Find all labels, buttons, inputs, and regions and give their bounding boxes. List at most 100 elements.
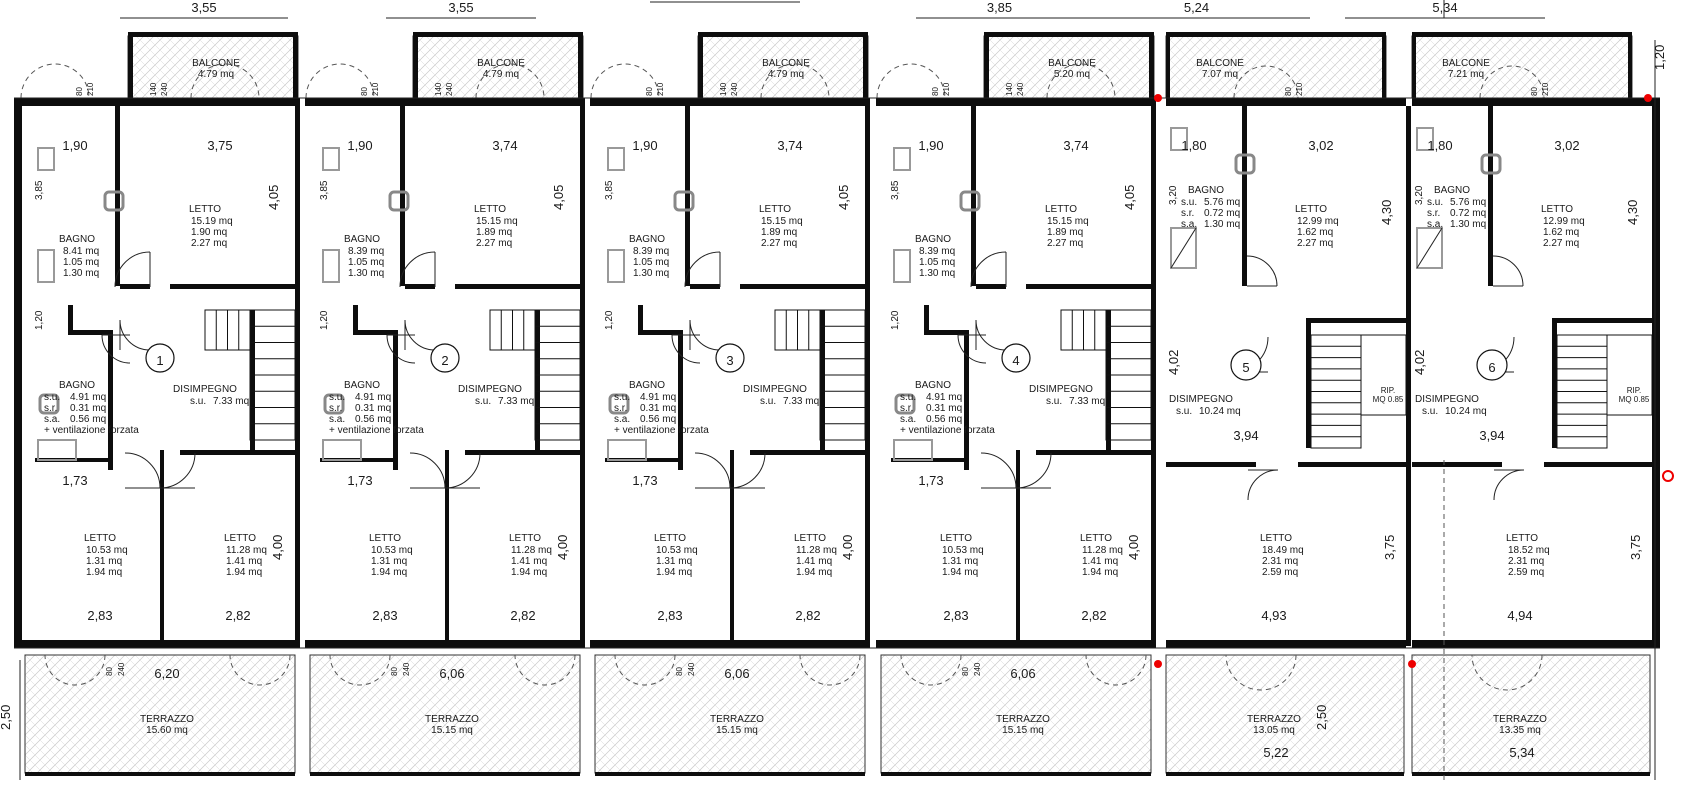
top-dimension: 5,34	[1345, 0, 1545, 19]
partition-wall	[690, 284, 720, 289]
window-arc	[1085, 654, 1147, 686]
room-bagno-su-value: 8.41 mq	[63, 246, 99, 257]
door-swing-arc	[124, 452, 161, 489]
letto-b-height: 4,00	[840, 535, 855, 560]
bath-height: 3,85	[604, 180, 615, 200]
letto-height: 4,05	[551, 185, 566, 210]
marker-dot	[1408, 660, 1416, 668]
room-bagno-sr-key: s.r.	[1181, 208, 1194, 219]
partition-wall	[68, 330, 108, 335]
door-swing-arc	[1247, 469, 1279, 501]
letto-height: 4,05	[836, 185, 851, 210]
staircase	[1310, 334, 1362, 449]
top-wall	[590, 98, 870, 106]
room-letto-b-sr-value: 1.41 mq	[511, 556, 547, 567]
door-width: 80	[675, 667, 684, 676]
dimension-value: 3,55	[448, 0, 473, 15]
door-height: 210	[942, 82, 951, 96]
door-width: 140	[149, 82, 158, 96]
room-letto-title: LETTO	[474, 204, 506, 215]
room-bagno-sr-value: 1.05 mq	[919, 257, 955, 268]
partition-wall	[976, 284, 1006, 289]
window-arc	[229, 654, 291, 686]
room-letto-a-sr-value: 1.31 mq	[371, 556, 407, 567]
room-disimpegno-title: DISIMPEGNO	[1415, 394, 1479, 405]
sink-basin	[893, 147, 911, 171]
room-disimpegno-su-key: s.u.	[1046, 396, 1062, 407]
partition-wall	[678, 330, 683, 470]
partition-wall	[115, 106, 120, 286]
ventilation-note: + ventilazione forzata	[614, 425, 709, 436]
room-bagno2-sa-value: 0.56 mq	[640, 414, 676, 425]
sink-icon	[1416, 127, 1434, 151]
door-letto-b	[159, 452, 196, 489]
room-letto-su-value: 15.15 mq	[761, 216, 803, 227]
door-swing-arc	[1492, 255, 1524, 287]
room-letto-a-title: LETTO	[654, 533, 686, 544]
ventilation-note: + ventilazione forzata	[329, 425, 424, 436]
room-letto-a-sr-value: 1.31 mq	[942, 556, 978, 567]
bottom-wall	[305, 640, 585, 648]
room-disimpegno-title: DISIMPEGNO	[173, 384, 237, 395]
room-letto-a-su-value: 10.53 mq	[942, 545, 984, 556]
door-swing-arc	[729, 452, 766, 489]
marker-dot	[1644, 94, 1652, 102]
partition-wall	[685, 106, 690, 286]
letto-height: 4,05	[266, 185, 281, 210]
room-bagno-su-key: s.u.	[1427, 197, 1443, 208]
door-letto-big	[1247, 469, 1279, 501]
rip-area: MQ 0.85	[1619, 395, 1650, 404]
room-bagno-title: BAGNO	[1434, 185, 1470, 196]
door-swing-arc	[684, 251, 721, 288]
unit-number: 5	[1242, 360, 1249, 375]
balcone-area	[983, 35, 1155, 99]
room-bagno-sr-key: s.r.	[1427, 208, 1440, 219]
partition-wall	[1036, 450, 1151, 455]
room-bagno2-sr-value: 0.31 mq	[355, 403, 391, 414]
bath2-width: 1,73	[918, 473, 943, 488]
partition-wall	[1242, 281, 1247, 286]
balcone-label: BALCONE	[762, 58, 810, 69]
partition-wall	[1298, 462, 1406, 467]
door-letto	[114, 251, 151, 288]
bath-width: 1,90	[62, 138, 87, 153]
window-arc	[1479, 65, 1545, 99]
rip-closet	[1360, 334, 1407, 416]
room-bagno2-su-key: s.u.	[44, 392, 60, 403]
room-letto-b-su-value: 11.28 mq	[226, 545, 267, 556]
room-letto-b-title: LETTO	[794, 533, 826, 544]
toilet-icon	[103, 190, 125, 212]
partition-wall	[400, 106, 405, 286]
window-arc	[799, 654, 861, 686]
balcone-area	[412, 35, 584, 99]
shower-icon	[322, 249, 340, 283]
room-letto-sa-value: 2.27 mq	[476, 238, 512, 249]
room-disimpegno-su-value: 7.33 mq	[783, 396, 819, 407]
terrazzo-rail	[1412, 772, 1650, 776]
staircase-landing	[1060, 309, 1107, 351]
bath2-width: 1,73	[632, 473, 657, 488]
door-swing-arc	[159, 452, 196, 489]
sink-icon	[607, 147, 625, 171]
window-arc	[590, 63, 660, 99]
partition-wall	[1242, 106, 1247, 281]
letto-b-width: 2,82	[1081, 608, 1106, 623]
terrazzo-rail	[1166, 772, 1404, 776]
balcone-label: BALCONE	[477, 58, 525, 69]
bath-width: 1,90	[347, 138, 372, 153]
top-dimension: 3,55	[386, 0, 536, 19]
toilet-bowl	[959, 190, 981, 212]
sink-icon	[322, 439, 362, 461]
room-bagno-sr-value: 0.72 mq	[1204, 208, 1240, 219]
bath-width: 1,80	[1427, 138, 1452, 153]
room-letto-a-sa-value: 1.94 mq	[86, 567, 122, 578]
terrazzo-area-value: 15.15 mq	[716, 725, 758, 736]
dimension-value: 5,24	[1184, 0, 1209, 15]
dimension-value: 5,34	[1432, 0, 1457, 15]
